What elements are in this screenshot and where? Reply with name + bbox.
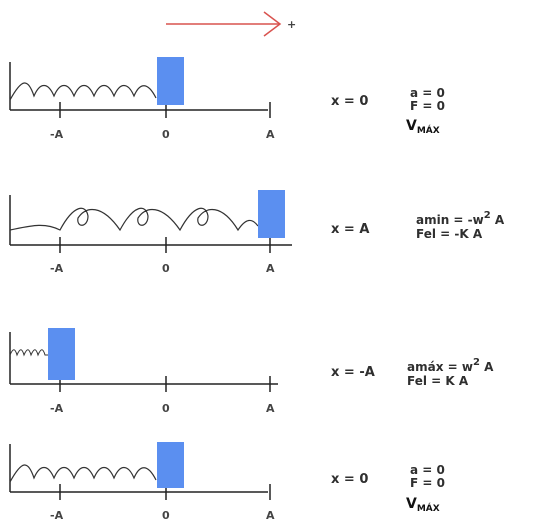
- tick-label-pos-a: A: [266, 402, 275, 415]
- acceleration-eq-2: amin = -w2 A: [416, 210, 505, 227]
- mass-block: [48, 328, 75, 380]
- acceleration-eq-3: amáx = w2 A: [407, 357, 494, 374]
- position-label-2: x = A: [331, 222, 370, 237]
- acceleration-eq-4: a = 0: [410, 463, 445, 477]
- mass-block: [157, 57, 184, 105]
- tick-label-pos-a: A: [266, 262, 275, 275]
- tick-label-pos-a: A: [266, 509, 275, 522]
- direction-arrow: [166, 11, 282, 37]
- tick-label-neg-a: -A: [50, 402, 64, 415]
- spring: [9, 464, 157, 483]
- mass-block: [258, 190, 285, 238]
- position-label-1: x = 0: [331, 94, 369, 109]
- panel-1-equilibrium: -A 0 A: [9, 57, 275, 141]
- spring: [9, 207, 259, 232]
- acceleration-eq-1: a = 0: [410, 86, 445, 100]
- tick-label-zero: 0: [162, 128, 170, 141]
- position-label-3: x = -A: [331, 365, 375, 380]
- vmax-label-1: VMÁX: [406, 118, 440, 136]
- tick-label-neg-a: -A: [50, 262, 64, 275]
- force-eq-3: Fel = K A: [407, 374, 469, 388]
- tick-label-pos-a: A: [266, 128, 275, 141]
- panel-2-max-extension: -A 0 A: [9, 190, 292, 275]
- spring: [9, 349, 48, 357]
- tick-label-zero: 0: [162, 509, 170, 522]
- force-eq-1: F = 0: [410, 99, 445, 113]
- position-label-4: x = 0: [331, 472, 369, 487]
- positive-direction-sign: +: [287, 18, 296, 31]
- spring: [9, 82, 157, 101]
- force-eq-4: F = 0: [410, 476, 445, 490]
- tick-label-zero: 0: [162, 402, 170, 415]
- tick-label-zero: 0: [162, 262, 170, 275]
- panel-4-equilibrium: -A 0 A: [9, 442, 275, 522]
- tick-label-neg-a: -A: [50, 509, 64, 522]
- tick-label-neg-a: -A: [50, 128, 64, 141]
- force-eq-2: Fel = -K A: [416, 227, 483, 241]
- vmax-label-4: VMÁX: [406, 496, 440, 514]
- panel-3-max-compression: -A 0 A: [9, 328, 278, 415]
- mass-block: [157, 442, 184, 488]
